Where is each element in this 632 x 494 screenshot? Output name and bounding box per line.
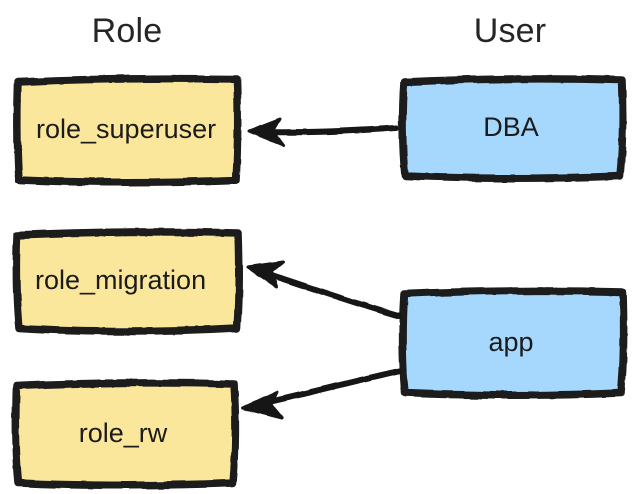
edge-app-to-role_migration-line bbox=[256, 268, 402, 319]
node-dba-border bbox=[398, 75, 627, 182]
edge-app-to-role_rw-line bbox=[252, 368, 402, 408]
column-header-user: User bbox=[473, 12, 547, 50]
edge-app-to-role_migration-arrowhead bbox=[246, 260, 285, 289]
edge-app-to-role_rw bbox=[241, 368, 402, 420]
node-role_migration-border bbox=[12, 228, 243, 335]
node-role_superuser[interactable] bbox=[13, 74, 242, 186]
column-header-role: Role bbox=[91, 12, 163, 50]
node-app[interactable] bbox=[398, 287, 628, 399]
node-dba[interactable] bbox=[398, 75, 627, 182]
node-role_rw-border bbox=[11, 379, 240, 489]
edge-dba-to-role_superuser-arrowhead bbox=[247, 117, 285, 147]
node-dba-fill bbox=[405, 81, 621, 176]
node-app-border bbox=[398, 287, 628, 399]
edge-app-to-role_migration bbox=[246, 260, 402, 319]
node-role_migration-fill bbox=[19, 233, 237, 329]
edge-dba-to-role_superuser bbox=[247, 117, 399, 147]
node-role_migration[interactable] bbox=[12, 228, 243, 335]
node-app-fill bbox=[405, 292, 621, 394]
edge-app-to-role_rw-arrowhead bbox=[241, 390, 284, 420]
node-role_rw-fill bbox=[18, 385, 234, 483]
node-role_superuser-border bbox=[13, 74, 242, 186]
edge-dba-to-role_superuser-line bbox=[255, 125, 399, 136]
node-role_superuser-fill bbox=[19, 80, 237, 181]
node-role_rw[interactable] bbox=[11, 379, 240, 489]
